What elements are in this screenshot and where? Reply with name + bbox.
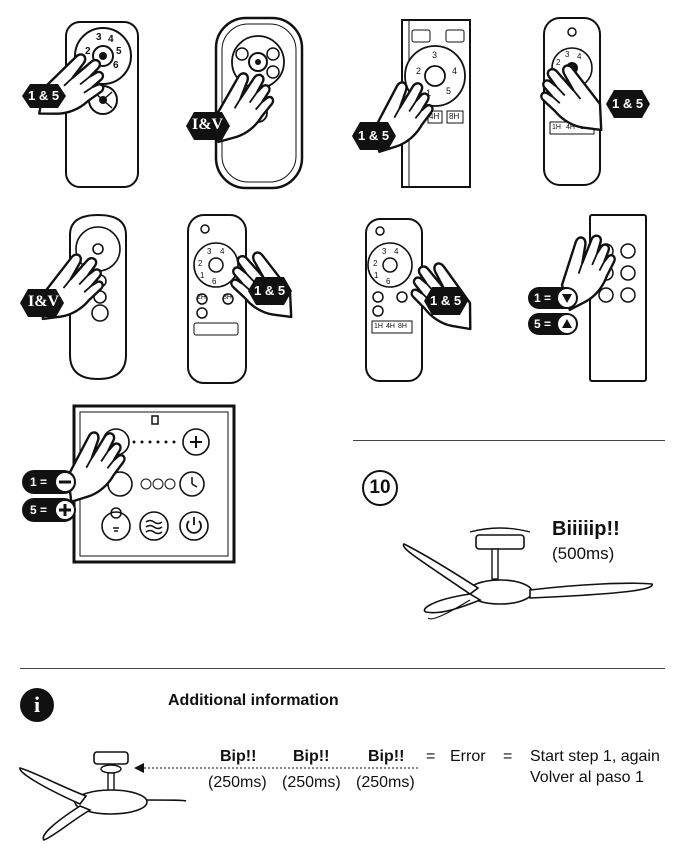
panel-label-minus: 1 = [30,475,48,489]
remote-6-label: 1 & 5 [254,283,286,298]
remote-5: I&V [0,205,170,390]
equals-2: = [503,748,513,765]
remote-2: I&V [180,0,330,200]
remote-6-key: 1 [200,271,205,280]
restart-line-en: Start step 1, again [530,748,660,765]
remote-1-key: 2 [85,46,91,57]
remote-6-key: 4 [220,247,225,256]
remote-8-label-up: 5 = [534,317,552,331]
wall-panel: 1H 1 = 5 = [0,400,250,570]
remote-7: 3 4 2 1 6 1H 4H 8H 1 & 5 [340,205,510,390]
remote-4-key: 2 [556,58,561,67]
remote-1: 2 3 4 5 6 1 & 5 [0,0,180,200]
equals-1: = [426,748,436,765]
bip-3-duration: (250ms) [356,774,415,791]
remote-2-label: I&V [192,116,224,133]
panel-label-plus: 5 = [30,503,48,517]
bip-1-duration: (250ms) [208,774,267,791]
remote-8: 1 = 5 = [510,205,695,390]
remote-6-key: 2 [198,259,203,268]
remote-1-key: 3 [96,32,102,43]
remote-7-key: 2 [373,259,378,268]
hand-icon [186,64,284,148]
remote-1-key: 4 [108,34,114,45]
remote-1-label: 1 & 5 [28,88,60,103]
remote-3-key: 1 [426,88,432,98]
remote-7-key: 3 [382,247,387,256]
remote-3-key: 4 [452,66,458,76]
additional-info-title: Additional information [168,692,339,709]
remote-6-timer: 8H [223,294,232,301]
hand-icon [352,72,444,158]
remote-6-key: 3 [207,247,212,256]
bip-2-duration: (250ms) [282,774,341,791]
remote-6-drawing [187,214,247,384]
remote-5-label: I&V [28,293,60,310]
remote-3-key: 2 [416,66,422,76]
divider-bottom [20,668,665,669]
step10-duration: (500ms) [552,544,615,563]
remote-8-label-down: 1 = [534,291,552,305]
remote-3-timer: 4H [429,112,440,121]
remote-7-key: 1 [374,271,379,280]
remote-3-key: 5 [446,86,452,96]
remote-6: 3 4 2 1 6 2H 8H 1 & 5 [170,205,340,390]
remote-7-timer: 8H [398,323,407,330]
remote-4-key: 3 [565,50,570,59]
step-number: 10 [362,470,398,506]
bip-2: Bip!! [293,748,330,765]
remote-4-timer: 4H [566,124,575,131]
remote-4-key: 4 [577,52,582,61]
remote-7-key: 4 [394,247,399,256]
remote-7-key: 6 [386,277,391,286]
info-icon: i [20,688,54,722]
remote-4-label: 1 & 5 [612,96,644,111]
hand-icon [222,245,310,323]
remote-3-label: 1 & 5 [358,128,390,143]
hand-icon [532,58,650,136]
bip-3: Bip!! [368,748,405,765]
divider-top [353,440,665,441]
hand-icon [20,247,112,325]
hand-icon [528,225,628,335]
hand-icon [22,422,136,522]
remote-7-label: 1 & 5 [430,293,462,308]
remote-6-key: 6 [212,277,217,286]
remote-1-key: 6 [113,60,119,71]
remote-1-key: 5 [116,46,122,57]
remote-7-timer: 1H [374,323,383,330]
error-label: Error [450,748,486,765]
remote-3-key: 3 [432,50,438,60]
hand-icon [22,49,111,120]
remote-4: 3 4 2 1 1H 4H 8H 1 & 5 [520,0,695,200]
step10-beep: Biiiiip!! [552,518,620,540]
hand-icon [402,255,490,335]
remote-3: 2 3 4 5 1 4H 8H 1 & 5 [340,0,500,200]
restart-line-es: Volver al paso 1 [530,769,644,786]
remote-4-timer: 1H [552,124,561,131]
bip-1: Bip!! [220,748,257,765]
remote-3-timer: 8H [449,112,460,121]
remote-7-timer: 4H [386,323,395,330]
remote-6-timer: 2H [197,294,206,301]
